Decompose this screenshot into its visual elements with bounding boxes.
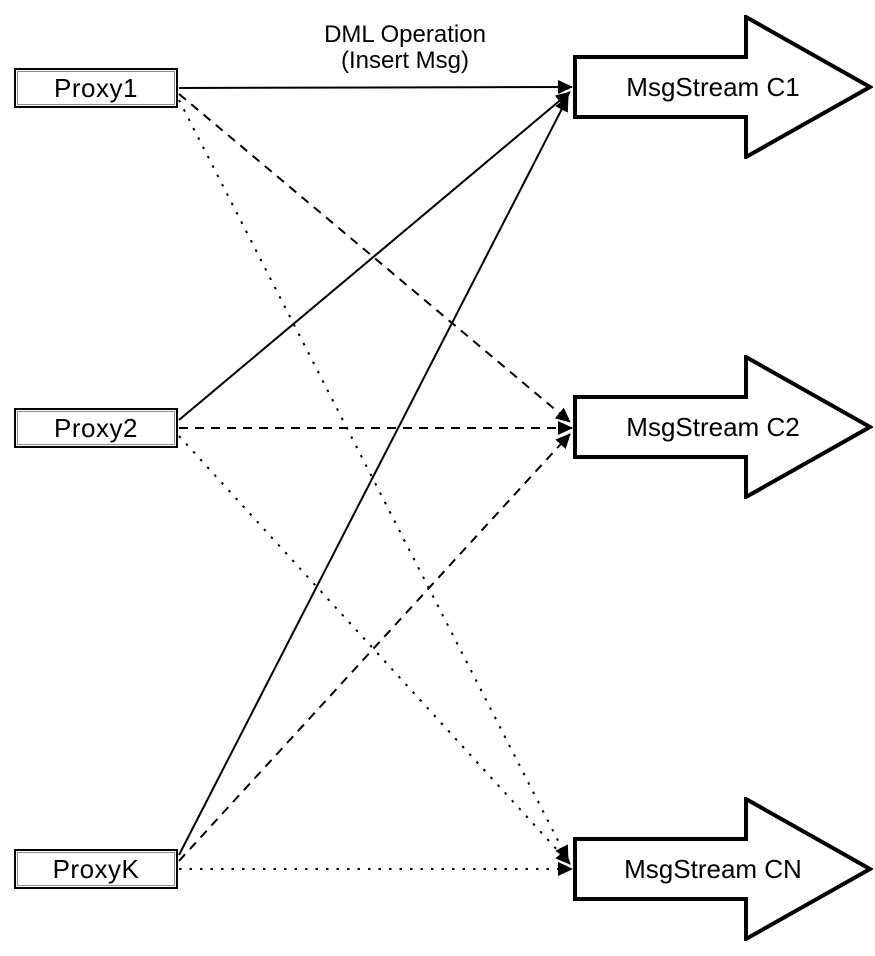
block-arrow-shape-c2 — [573, 355, 873, 499]
node-proxy1: Proxy1 — [14, 68, 178, 108]
edge-proxy1-c1-solid — [178, 80, 573, 95]
node-msgstream-cn-label: MsgStream CN — [624, 854, 802, 884]
edge-proxyk-c1-solid — [178, 96, 569, 856]
node-proxy1-label: Proxy1 — [54, 72, 138, 103]
edge-proxy2-cn-dotted — [178, 435, 571, 865]
node-proxy2-label: Proxy2 — [54, 412, 138, 443]
edge-proxyk-c2-dashed — [178, 433, 571, 862]
node-proxyk-label: ProxyK — [52, 853, 140, 884]
edge-proxy1-c2-dashed — [178, 93, 571, 423]
node-msgstream-c1: MsgStream C1 — [573, 15, 873, 159]
dml-operation-label-line1: DML Operation — [324, 21, 486, 48]
node-msgstream-cn: MsgStream CN — [573, 797, 873, 941]
node-msgstream-c1-label: MsgStream C1 — [626, 72, 799, 102]
dml-operation-label: DML Operation (Insert Msg) — [255, 22, 555, 74]
block-arrow-shape-c1 — [573, 15, 873, 159]
node-msgstream-c2: MsgStream C2 — [573, 355, 873, 499]
edge-proxy1-cn-dotted — [178, 99, 569, 861]
block-arrow-shape-cn — [573, 797, 873, 941]
dml-operation-label-line2: (Insert Msg) — [340, 47, 469, 74]
node-msgstream-c2-label: MsgStream C2 — [626, 412, 799, 442]
node-proxyk: ProxyK — [14, 849, 178, 889]
edge-proxy2-c1-solid — [178, 91, 571, 421]
node-proxy2: Proxy2 — [14, 408, 178, 448]
